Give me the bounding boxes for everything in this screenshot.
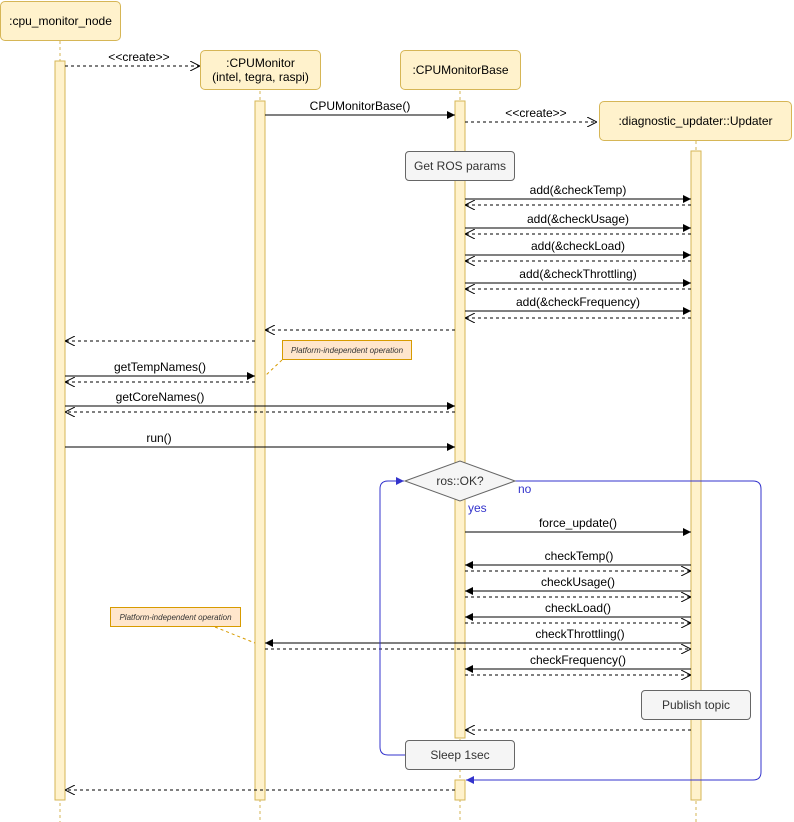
note-platform-independent-1: Platform-independent operation bbox=[282, 340, 412, 360]
participant-cpumonitor: :CPUMonitor (intel, tegra, raspi) bbox=[200, 50, 321, 90]
activation-cpumonitor bbox=[254, 100, 266, 801]
action-label: Sleep 1sec bbox=[430, 748, 490, 762]
activation-node bbox=[54, 60, 66, 801]
action-publish-topic: Publish topic bbox=[641, 690, 751, 720]
message-check-throttling: checkThrottling() bbox=[535, 627, 625, 641]
loop-lines bbox=[379, 477, 762, 784]
message-create-updater: <<create>> bbox=[505, 106, 567, 120]
activation-base-2 bbox=[454, 779, 466, 801]
participant-cpu-monitor-node: :cpu_monitor_node bbox=[0, 1, 121, 41]
message-add-temp: add(&checkTemp) bbox=[529, 183, 627, 197]
decision-yes-label: yes bbox=[468, 501, 487, 515]
note-text: Platform-independent operation bbox=[119, 612, 232, 622]
action-get-ros-params: Get ROS params bbox=[405, 151, 515, 181]
participant-label: :cpu_monitor_node bbox=[9, 14, 112, 28]
action-label: Publish topic bbox=[661, 698, 731, 712]
loop-back-arrow bbox=[379, 477, 405, 756]
message-check-usage: checkUsage() bbox=[540, 575, 616, 589]
message-check-temp: checkTemp() bbox=[544, 549, 614, 563]
participant-label: :CPUMonitorBase bbox=[412, 63, 509, 77]
activation-base bbox=[454, 100, 466, 739]
action-label: Get ROS params bbox=[413, 159, 507, 173]
message-add-throttling: add(&checkThrottling) bbox=[519, 267, 637, 281]
message-force-update: force_update() bbox=[538, 516, 618, 530]
message-check-frequency: checkFrequency() bbox=[529, 653, 627, 667]
message-get-core-names: getCoreNames() bbox=[115, 390, 205, 404]
message-add-frequency: add(&checkFrequency) bbox=[515, 295, 641, 309]
participant-label: :diagnostic_updater::Updater bbox=[618, 114, 773, 128]
message-run: run() bbox=[146, 431, 172, 445]
note-text: Platform-independent operation bbox=[290, 345, 404, 355]
loop-exit-arrow bbox=[466, 480, 762, 784]
message-get-temp-names: getTempNames() bbox=[113, 360, 207, 374]
activation-updater bbox=[690, 150, 702, 801]
participant-diagnostic-updater: :diagnostic_updater::Updater bbox=[599, 101, 792, 141]
message-ctor: CPUMonitorBase() bbox=[309, 99, 411, 113]
message-add-load: add(&checkLoad) bbox=[530, 239, 626, 253]
participant-label: :CPUMonitor bbox=[226, 56, 295, 70]
decision-no-label: no bbox=[518, 482, 532, 496]
participant-sublabel: (intel, tegra, raspi) bbox=[212, 70, 309, 84]
decision-label: ros::OK? bbox=[436, 474, 484, 488]
note-platform-independent-2: Platform-independent operation bbox=[110, 607, 241, 627]
message-create-cpumonitor: <<create>> bbox=[108, 50, 170, 64]
action-sleep: Sleep 1sec bbox=[405, 740, 515, 770]
message-check-load: checkLoad() bbox=[544, 601, 612, 615]
message-add-usage: add(&checkUsage) bbox=[526, 212, 630, 226]
decision-diamond bbox=[403, 460, 517, 502]
participant-cpumonitorbase: :CPUMonitorBase bbox=[400, 50, 521, 90]
